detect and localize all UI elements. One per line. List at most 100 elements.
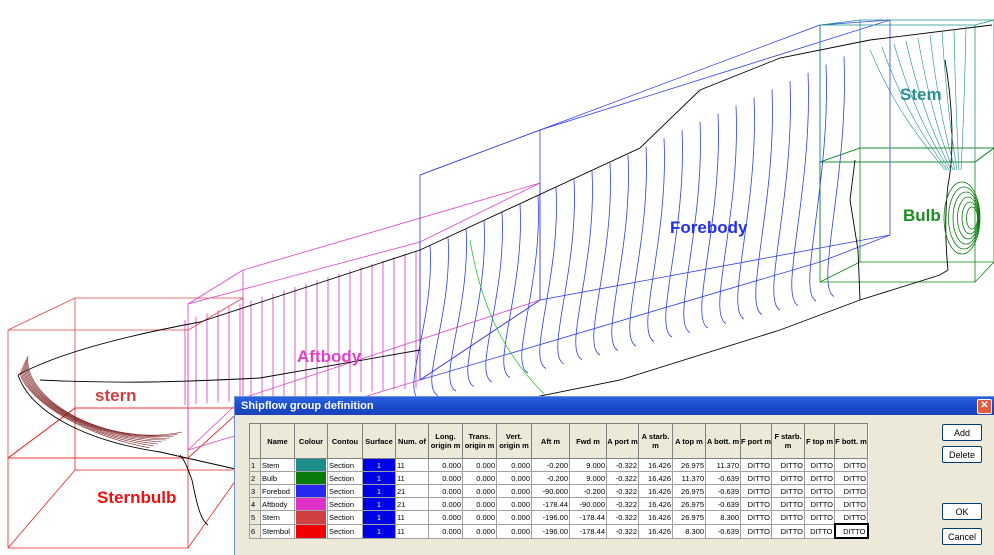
column-header[interactable]: Aft m bbox=[531, 423, 570, 459]
cell-num[interactable]: 11 bbox=[395, 471, 429, 485]
column-header[interactable]: Surface bbox=[362, 423, 396, 459]
column-header[interactable]: Long. origin m bbox=[428, 423, 463, 459]
cell-name[interactable]: Forebod bbox=[260, 484, 295, 498]
cell-fwd[interactable]: -90.000 bbox=[569, 497, 607, 511]
column-header[interactable]: A top m bbox=[672, 423, 706, 459]
colour-cell[interactable] bbox=[294, 523, 328, 539]
surface-cell[interactable]: 1 bbox=[362, 523, 396, 539]
surface-cell[interactable]: 1 bbox=[362, 458, 396, 472]
cell-ftop[interactable]: DITTO bbox=[804, 523, 835, 539]
cell-abott[interactable]: 8.300 bbox=[705, 510, 741, 525]
cell-num[interactable]: 21 bbox=[395, 497, 429, 511]
cell-fbott[interactable]: DITTO bbox=[834, 471, 868, 485]
cell-long[interactable]: 0.000 bbox=[428, 484, 463, 498]
cell-contour[interactable]: Section bbox=[327, 458, 363, 472]
dialog-titlebar[interactable]: Shipflow group definition ✕ bbox=[235, 397, 994, 415]
cell-ftop[interactable]: DITTO bbox=[804, 497, 835, 511]
cell-atop[interactable]: 26.975 bbox=[672, 510, 706, 525]
cell-fport[interactable]: DITTO bbox=[740, 471, 772, 485]
cell-aport[interactable]: -0.322 bbox=[606, 497, 639, 511]
column-header[interactable]: Colour bbox=[294, 423, 328, 459]
cell-atop[interactable]: 26.975 bbox=[672, 458, 706, 472]
cell-name[interactable]: Aftbody bbox=[260, 497, 295, 511]
cancel-button[interactable]: Cancel bbox=[942, 528, 982, 545]
colour-swatch[interactable] bbox=[296, 525, 326, 537]
cell-name[interactable]: Stern bbox=[260, 510, 295, 525]
cell-abott[interactable]: 11.370 bbox=[705, 458, 741, 472]
colour-cell[interactable] bbox=[294, 497, 328, 511]
cell-astarb[interactable]: 16.426 bbox=[638, 523, 673, 539]
row-number[interactable]: 1 bbox=[249, 458, 261, 472]
cell-aport[interactable]: -0.322 bbox=[606, 484, 639, 498]
cell-long[interactable]: 0.000 bbox=[428, 510, 463, 525]
colour-swatch[interactable] bbox=[296, 459, 326, 471]
cell-aport[interactable]: -0.322 bbox=[606, 523, 639, 539]
cell-name[interactable]: Stem bbox=[260, 458, 295, 472]
cell-fstarb[interactable]: DITTO bbox=[771, 484, 805, 498]
cell-fwd[interactable]: -0.200 bbox=[569, 484, 607, 498]
cell-ftop[interactable]: DITTO bbox=[804, 458, 835, 472]
column-header[interactable]: Contou bbox=[327, 423, 363, 459]
cell-fstarb[interactable]: DITTO bbox=[771, 510, 805, 525]
colour-cell[interactable] bbox=[294, 510, 328, 525]
cell-ftop[interactable]: DITTO bbox=[804, 510, 835, 525]
cell-fwd[interactable]: -178.44 bbox=[569, 510, 607, 525]
close-icon[interactable]: ✕ bbox=[977, 399, 992, 414]
delete-button[interactable]: Delete bbox=[942, 446, 982, 463]
cell-abott[interactable]: -0.639 bbox=[705, 497, 741, 511]
cell-fbott[interactable]: DITTO bbox=[833, 523, 869, 539]
cell-trans[interactable]: 0.000 bbox=[462, 510, 497, 525]
cell-atop[interactable]: 8.300 bbox=[672, 523, 706, 539]
row-number[interactable]: 6 bbox=[249, 523, 261, 539]
cell-aport[interactable]: -0.322 bbox=[606, 458, 639, 472]
cell-aft[interactable]: -0.200 bbox=[531, 471, 570, 485]
row-number[interactable]: 4 bbox=[249, 497, 261, 511]
surface-cell[interactable]: 1 bbox=[362, 471, 396, 485]
cell-contour[interactable]: Section bbox=[327, 510, 363, 525]
cell-astarb[interactable]: 16.426 bbox=[638, 484, 673, 498]
cell-fwd[interactable]: -178.44 bbox=[569, 523, 607, 539]
column-header[interactable]: Fwd m bbox=[569, 423, 607, 459]
cell-astarb[interactable]: 16.426 bbox=[638, 497, 673, 511]
cell-fstarb[interactable]: DITTO bbox=[771, 458, 805, 472]
cell-abott[interactable]: -0.639 bbox=[705, 523, 741, 539]
column-header[interactable]: F top m bbox=[804, 423, 835, 459]
cell-atop[interactable]: 26.975 bbox=[672, 484, 706, 498]
cell-fstarb[interactable]: DITTO bbox=[771, 497, 805, 511]
cell-ftop[interactable]: DITTO bbox=[804, 484, 835, 498]
cell-long[interactable]: 0.000 bbox=[428, 458, 463, 472]
cell-astarb[interactable]: 16.426 bbox=[638, 510, 673, 525]
cell-vert[interactable]: 0.000 bbox=[496, 523, 532, 539]
cell-aft[interactable]: -0.200 bbox=[531, 458, 570, 472]
cell-fstarb[interactable]: DITTO bbox=[771, 523, 805, 539]
colour-swatch[interactable] bbox=[296, 485, 326, 497]
column-header[interactable]: Num. of bbox=[395, 423, 429, 459]
cell-trans[interactable]: 0.000 bbox=[462, 471, 497, 485]
column-header[interactable]: A port m bbox=[606, 423, 639, 459]
cell-aft[interactable]: -196.00 bbox=[531, 523, 570, 539]
cell-aft[interactable]: -90.000 bbox=[531, 484, 570, 498]
surface-cell[interactable]: 1 bbox=[362, 510, 396, 525]
cell-astarb[interactable]: 16.426 bbox=[638, 458, 673, 472]
column-header[interactable]: A bott. m bbox=[705, 423, 741, 459]
cell-long[interactable]: 0.000 bbox=[428, 497, 463, 511]
cell-fwd[interactable]: 9.000 bbox=[569, 471, 607, 485]
cell-num[interactable]: 11 bbox=[395, 510, 429, 525]
cell-aport[interactable]: -0.322 bbox=[606, 510, 639, 525]
cell-contour[interactable]: Section bbox=[327, 523, 363, 539]
cell-atop[interactable]: 11.370 bbox=[672, 471, 706, 485]
cell-trans[interactable]: 0.000 bbox=[462, 458, 497, 472]
colour-swatch[interactable] bbox=[296, 511, 326, 524]
colour-cell[interactable] bbox=[294, 458, 328, 472]
colour-swatch[interactable] bbox=[296, 498, 326, 510]
cell-trans[interactable]: 0.000 bbox=[462, 497, 497, 511]
surface-cell[interactable]: 1 bbox=[362, 484, 396, 498]
cell-long[interactable]: 0.000 bbox=[428, 471, 463, 485]
column-header[interactable]: A starb. m bbox=[638, 423, 673, 459]
